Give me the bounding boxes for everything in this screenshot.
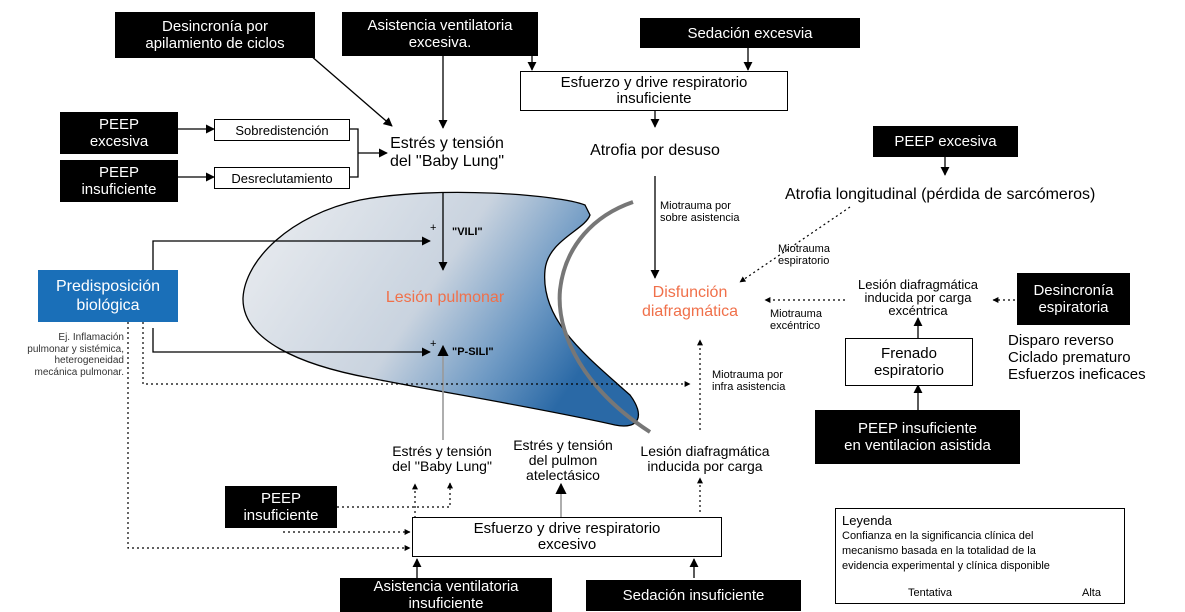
peep-insuficiente-asistida-box: PEEP insuficiente en ventilacion asistid… [815, 410, 1020, 464]
legend-body: Confianza en la significancia clínica de… [842, 530, 1050, 572]
miotrauma-sobre-label: Miotrauma por sobre asistencia [660, 200, 740, 224]
psili-label: "P-SILI" [452, 346, 494, 358]
miotrauma-infra-label: Miotrauma por infra asistencia [712, 369, 786, 393]
miotrauma-espiratorio-label: Miotrauma espiratorio [778, 243, 830, 267]
desincronia-espiratoria-box: Desincronía espiratoria [1017, 273, 1130, 325]
miotrauma-excentrico-label: Miotrauma excéntrico [770, 308, 822, 332]
vili-label: "VILI" [452, 226, 483, 238]
lesion-excentrica-label: Lesión diafragmática inducida por carga … [858, 277, 978, 318]
lesion-pulmonar-label: Lesión pulmonar [385, 289, 505, 306]
plus-psili: + [430, 338, 437, 350]
atrofia-longitudinal-label: Atrofia longitudinal (pérdida de sarcóme… [785, 186, 1096, 203]
esfuerzo-excesivo-box: Esfuerzo y drive respiratorio excesivo [412, 517, 722, 557]
peep-insuficiente-left-box: PEEP insuficiente [60, 160, 178, 202]
estres-baby-lung-top-label: Estrés y tensión del ''Baby Lung" [389, 135, 505, 170]
legend-title: Leyenda [842, 513, 892, 528]
gray-arrows [437, 344, 567, 518]
dotted-arrows [127, 206, 1015, 551]
legend-alta: Alta [1082, 587, 1101, 599]
predisposicion-note: Ej. Inflamación pulmonar y sistémica, he… [27, 332, 124, 378]
asistencia-excesiva-box: Asistencia ventilatoria excesiva. [342, 12, 538, 56]
plus-vili: + [430, 222, 437, 234]
disfuncion-diafragmatica-label: Disfunción diafragmática [641, 284, 739, 320]
legend-box: Leyenda Confianza en la significancia cl… [835, 508, 1125, 604]
desincronia-apilamiento-box: Desincronía por apilamiento de ciclos [115, 12, 315, 58]
estres-baby-lung-bottom-label: Estrés y tensión del ''Baby Lung" [392, 443, 492, 474]
lesion-carga-label: Lesión diafragmática inducida por carga [640, 443, 770, 474]
predisposicion-biologica-box: Predisposición biológica [38, 270, 178, 322]
desreclutamiento-box: Desreclutamiento [214, 167, 350, 189]
lung-shape [242, 191, 639, 427]
legend-tentativa: Tentativa [908, 587, 953, 599]
estres-atelectasico-label: Estrés y tensión del pulmon atelectásico [513, 437, 613, 483]
peep-excesiva-right-box: PEEP excesiva [873, 126, 1018, 157]
frenado-espiratorio-box: Frenado espiratorio [845, 338, 973, 386]
peep-excesiva-left-box: PEEP excesiva [60, 112, 178, 154]
esfuerzo-insuficiente-box: Esfuerzo y drive respiratorio insuficien… [520, 71, 788, 111]
atrofia-desuso-label: Atrofia por desuso [590, 142, 720, 159]
diaphragm-line [557, 200, 652, 434]
peep-insuficiente-bottom-box: PEEP insuficiente [225, 486, 337, 528]
sobredistencion-box: Sobredistención [214, 119, 350, 141]
asistencia-insuficiente-box: Asistencia ventilatoria insuficiente [340, 578, 552, 612]
solid-arrows [152, 48, 950, 578]
sedacion-insuficiente-box: Sedación insuficiente [586, 580, 801, 611]
sedacion-excesiva-box: Sedación excesvia [640, 18, 860, 48]
causas-list: Disparo reverso Ciclado prematuro Esfuer… [1008, 332, 1146, 383]
